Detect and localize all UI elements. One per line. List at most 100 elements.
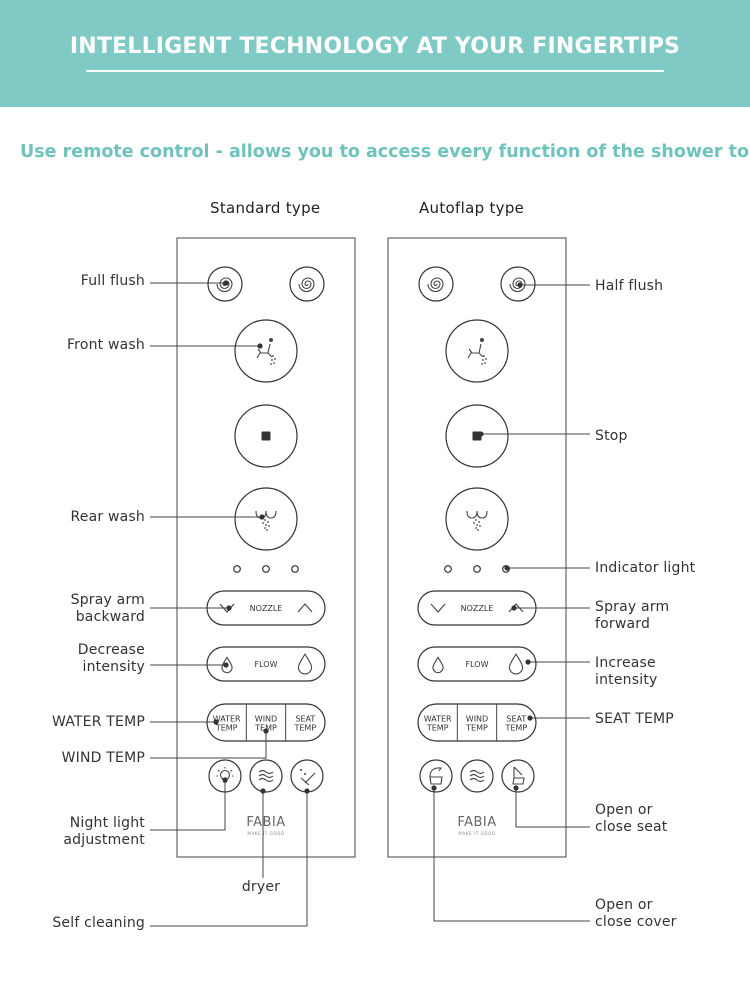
indicator-light: [262, 565, 270, 573]
drop-icon: [432, 656, 444, 674]
flush-swirl-icon: [427, 277, 444, 292]
callout-label: close cover: [595, 914, 677, 930]
autoflap-bottom-right-button[interactable]: [501, 759, 535, 793]
autoflap-front-wash-button-shape: [445, 319, 509, 383]
leader-dot: [511, 605, 517, 611]
callout-label: SEAT TEMP: [595, 711, 674, 727]
standard-bottom-right-button[interactable]: [290, 759, 324, 793]
callout-label: Half flush: [595, 278, 663, 294]
callout-label: Indicator light: [595, 560, 696, 576]
callout-seat-temp: SEAT TEMP: [527, 711, 674, 727]
standard-half-flush-button-shape: [289, 266, 325, 302]
leader-dot: [213, 719, 219, 725]
drop-icon: [297, 653, 313, 675]
autoflap-rear-wash-button-shape: [445, 487, 509, 551]
leader-line: [150, 731, 267, 759]
callout-label: Full flush: [81, 273, 145, 289]
callout-label: Stop: [595, 428, 628, 444]
callout-label: WATER TEMP: [52, 714, 145, 730]
autoflap-bottom-left-button-shape: [419, 759, 453, 793]
water-temp-button-label: TEMP: [426, 724, 449, 733]
standard-front-wash-button[interactable]: [234, 319, 298, 383]
cover-icon: [429, 767, 443, 785]
callout-label: intensity: [595, 672, 658, 688]
callout-label: Self cleaning: [52, 915, 145, 931]
callout-label: close seat: [595, 819, 668, 835]
brand-logo: FABIA: [457, 815, 496, 830]
autoflap-bottom-left-button[interactable]: [419, 759, 453, 793]
callout-label: forward: [595, 616, 650, 632]
brand-slogan: MAKE IT GOOD: [247, 831, 284, 836]
callout-label: Spray arm: [595, 599, 669, 615]
leader-dot: [260, 788, 266, 794]
standard-half-flush-button[interactable]: [289, 266, 325, 302]
callout-label: Front wash: [67, 337, 145, 353]
callout-cover: Open or close cover: [431, 785, 676, 930]
callout-dryer: dryer: [242, 788, 280, 895]
rear-wash-icon: [466, 510, 488, 531]
leader-line: [433, 788, 590, 922]
leader-dot: [517, 282, 523, 288]
callout-label: Decrease: [78, 642, 145, 658]
autoflap-front-wash-button[interactable]: [445, 319, 509, 383]
leader-line: [150, 791, 308, 927]
callout-label: Increase: [595, 655, 656, 671]
autoflap-flow-button[interactable]: FLOW: [417, 646, 537, 682]
callout-indicator: Indicator light: [504, 560, 695, 576]
callout-label: Open or: [595, 802, 653, 818]
callout-full-flush: Full flush: [81, 273, 229, 289]
callout-label: WIND TEMP: [62, 750, 145, 766]
standard-dryer-button[interactable]: [249, 759, 283, 793]
autoflap-full-flush-button[interactable]: [418, 266, 454, 302]
standard-rear-wash-button[interactable]: [234, 487, 298, 551]
callout-label: backward: [76, 609, 145, 625]
standard-flow-button-shape: [206, 646, 326, 682]
dryer-icon: [469, 769, 485, 783]
chevron-up-icon: [297, 603, 313, 613]
brand-logo: FABIA: [246, 815, 285, 830]
water-temp-button-label: WATER: [424, 715, 452, 724]
flush-swirl-icon: [298, 277, 315, 292]
callout-label: dryer: [242, 879, 280, 895]
seat-temp-button-label: TEMP: [293, 724, 316, 733]
callout-stop: Stop: [478, 428, 627, 444]
indicator-light: [233, 565, 241, 573]
autoflap-rear-wash-button[interactable]: [445, 487, 509, 551]
standard-nozzle-button-label: NOZZLE: [250, 604, 283, 613]
standard-flow-button[interactable]: FLOW: [206, 646, 326, 682]
water-temp-button-label: TEMP: [215, 724, 238, 733]
standard-stop-button[interactable]: [234, 404, 298, 468]
standard-flow-button-label: FLOW: [255, 660, 278, 669]
autoflap-nozzle-button[interactable]: NOZZLE: [417, 590, 537, 626]
indicator-light: [473, 565, 481, 573]
callout-self-cleaning: Self cleaning: [52, 788, 310, 931]
indicator-light: [444, 565, 452, 573]
drop-icon: [508, 653, 524, 675]
leader-dot: [478, 431, 484, 437]
autoflap-stop-button[interactable]: [445, 404, 509, 468]
chevron-down-icon: [219, 603, 235, 613]
callout-wind-temp: WIND TEMP: [62, 728, 269, 766]
header-banner: [0, 0, 750, 107]
standard-bottom-right-button-shape: [290, 759, 324, 793]
callout-label: Rear wash: [71, 509, 146, 525]
autoflap-nozzle-button-label: NOZZLE: [461, 604, 494, 613]
autoflap-dryer-button[interactable]: [460, 759, 494, 793]
wind-temp-button-label: TEMP: [254, 724, 277, 733]
front-wash-icon: [467, 338, 487, 365]
